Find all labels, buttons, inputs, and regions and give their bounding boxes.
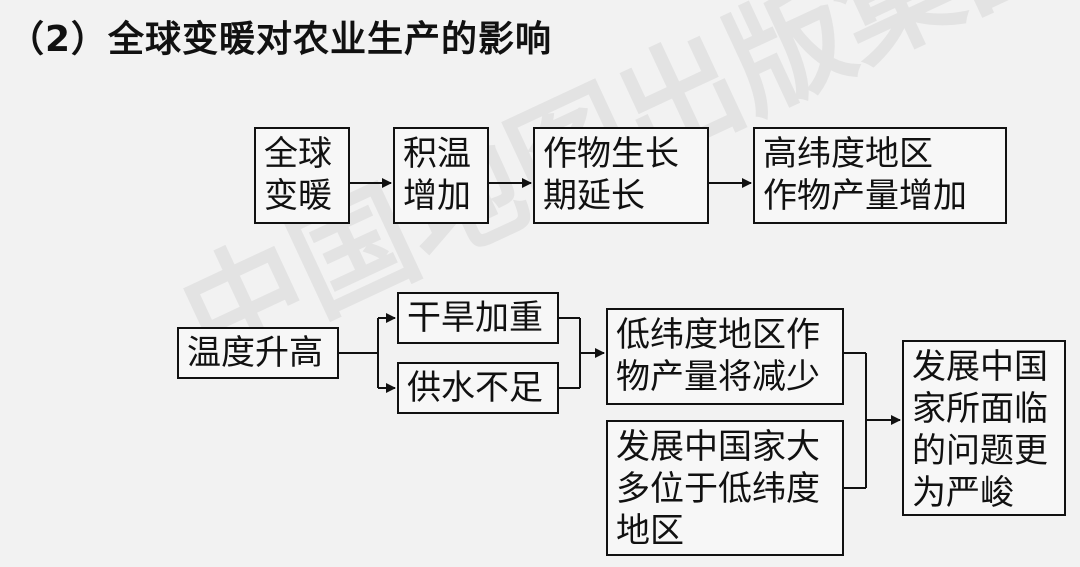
box-high-latitude-yield: 高纬度地区 作物产量增加 — [753, 127, 1007, 224]
box-low-latitude-yield: 低纬度地区作 物产量将减少 — [606, 308, 844, 405]
box-accumulated-temperature: 积温 增加 — [393, 127, 489, 224]
box-developing-countries: 发展中国家大 多位于低纬度 地区 — [606, 420, 844, 556]
box-global-warming: 全球 变暖 — [254, 127, 350, 224]
page-title: （2）全球变暖对农业生产的影响 — [8, 19, 553, 60]
box-temperature-rise: 温度升高 — [177, 327, 339, 379]
box-drought: 干旱加重 — [397, 292, 559, 344]
box-growth-period: 作物生长 期延长 — [533, 127, 709, 224]
box-water-shortage: 供水不足 — [397, 362, 559, 414]
box-severe-problems: 发展中国 家所面临 的问题更 为严峻 — [902, 340, 1066, 516]
